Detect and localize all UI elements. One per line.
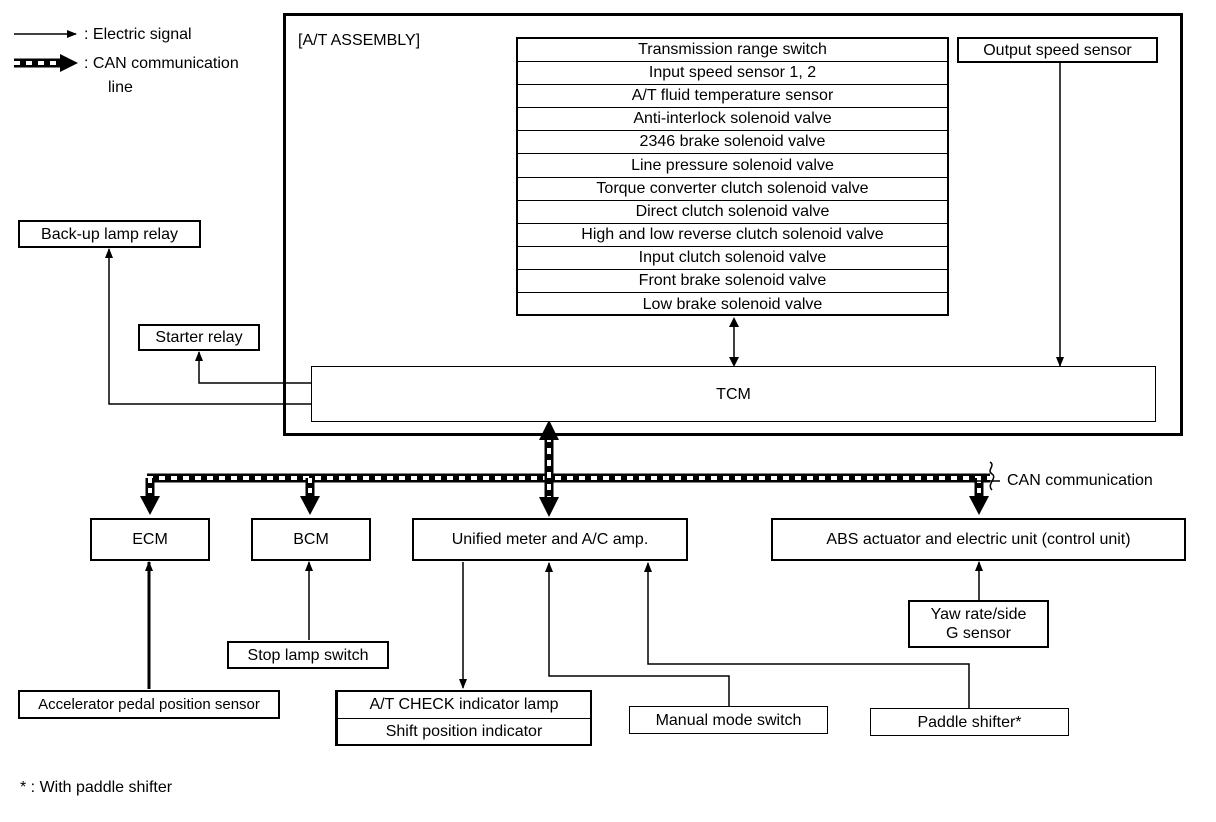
legend-can-arrow bbox=[14, 54, 78, 72]
can-end-symbol bbox=[989, 461, 995, 491]
unified-meter-box: Unified meter and A/C amp. bbox=[412, 518, 688, 561]
footnote: * : With paddle shifter bbox=[20, 779, 173, 796]
can-drop-ecm bbox=[140, 478, 160, 515]
legend-can-label-line2: line bbox=[108, 79, 133, 96]
table-tcm-link bbox=[729, 317, 739, 367]
at-check-lamp-label: A/T CHECK indicator lamp bbox=[338, 692, 590, 719]
starter-relay-wire bbox=[195, 351, 311, 384]
can-drop-abs bbox=[969, 478, 989, 515]
at-check-box: A/T CHECK indicator lamp Shift position … bbox=[335, 690, 592, 746]
abs-unit-box: ABS actuator and electric unit (control … bbox=[771, 518, 1186, 561]
legend-electric-label: : Electric signal bbox=[84, 26, 192, 43]
component-row: High and low reverse clutch solenoid val… bbox=[518, 224, 947, 247]
component-row: 2346 brake solenoid valve bbox=[518, 131, 947, 155]
backup-lamp-relay-box: Back-up lamp relay bbox=[18, 220, 201, 248]
yaw-sensor-line1: Yaw rate/side bbox=[930, 606, 1027, 623]
can-drop-bcm bbox=[300, 478, 320, 515]
starter-relay-box: Starter relay bbox=[138, 324, 260, 351]
output-speed-sensor-box: Output speed sensor bbox=[957, 37, 1158, 63]
ecm-box: ECM bbox=[90, 518, 210, 561]
component-row: Torque converter clutch solenoid valve bbox=[518, 178, 947, 201]
component-row: Low brake solenoid valve bbox=[642, 295, 823, 313]
manual-mode-wire bbox=[545, 562, 730, 706]
component-row: Transmission range switch bbox=[518, 39, 947, 63]
at-assembly-title: [A/T ASSEMBLY] bbox=[298, 32, 421, 49]
shift-position-label: Shift position indicator bbox=[385, 723, 543, 740]
component-row: Input clutch solenoid valve bbox=[518, 247, 947, 270]
stop-lamp-switch-box: Stop lamp switch bbox=[227, 641, 389, 669]
component-row: A/T fluid temperature sensor bbox=[518, 85, 947, 109]
can-communication-label: CAN communication bbox=[1007, 472, 1153, 489]
component-row: Front brake solenoid valve bbox=[518, 270, 947, 294]
yaw-sensor-line2: G sensor bbox=[946, 625, 1011, 642]
paddle-wire bbox=[644, 562, 970, 708]
accelerator-sensor-box: Accelerator pedal position sensor bbox=[18, 690, 280, 719]
component-row: Line pressure solenoid valve bbox=[518, 154, 947, 178]
component-table: Transmission range switch Input speed se… bbox=[516, 37, 949, 316]
bcm-box: BCM bbox=[251, 518, 371, 561]
component-row: Input speed sensor 1, 2 bbox=[518, 62, 947, 86]
at-assembly-frame bbox=[283, 13, 1183, 436]
paddle-shifter-box: Paddle shifter* bbox=[870, 708, 1069, 736]
yaw-sensor-box: Yaw rate/side G sensor bbox=[908, 600, 1049, 648]
manual-mode-switch-box: Manual mode switch bbox=[629, 706, 828, 734]
component-row: Direct clutch solenoid valve bbox=[518, 201, 947, 224]
backup-lamp-wire bbox=[105, 248, 311, 405]
legend-can-label: : CAN communication bbox=[84, 55, 239, 72]
component-row: Anti-interlock solenoid valve bbox=[518, 108, 947, 132]
tcm-box: TCM bbox=[311, 366, 1156, 422]
